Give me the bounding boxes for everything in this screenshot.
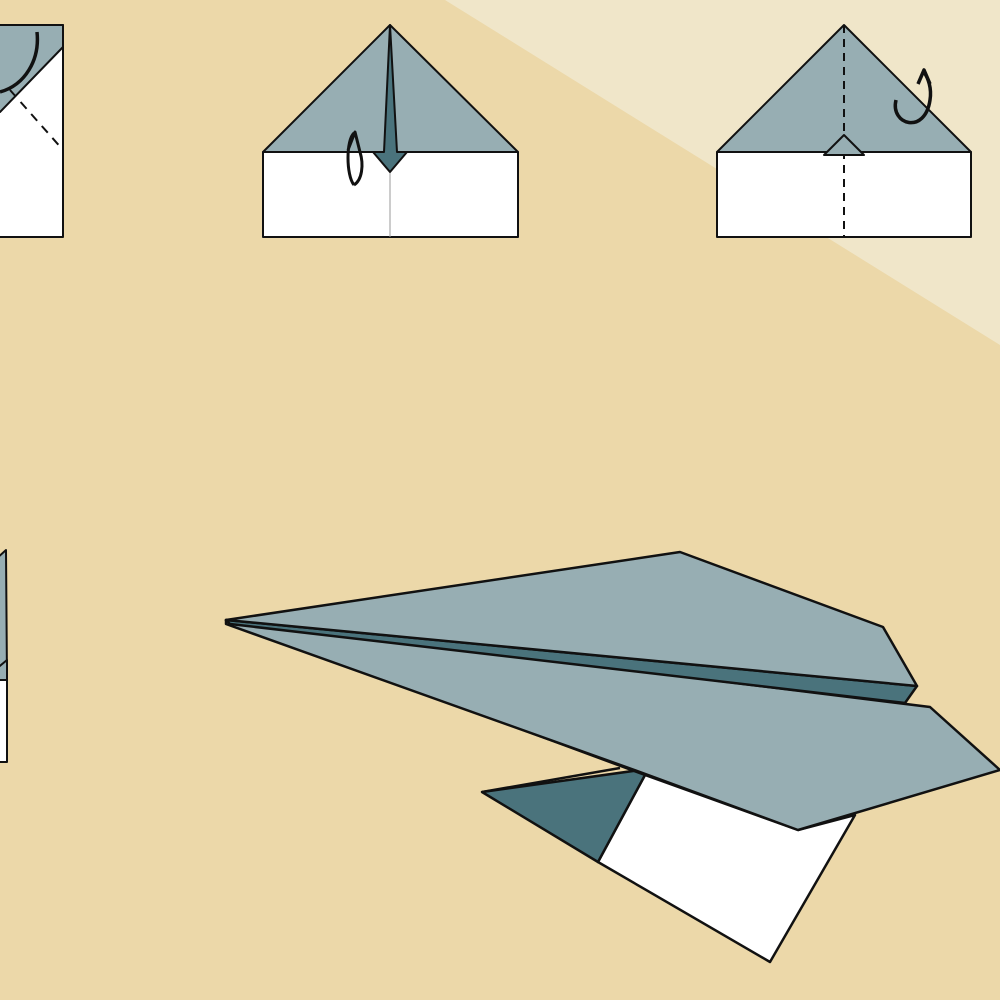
step-3-diagram [716,24,972,238]
fold-arrow-icon [0,31,40,94]
flip-arrow-icon [346,130,364,187]
plane-upper-wing [224,550,919,688]
dashed-fold-line [9,89,64,151]
plane-lower-wing [224,618,1000,832]
final-paper-airplane [224,550,1000,964]
step-1-diagram [0,24,64,238]
step-2-diagram [262,24,519,238]
step-4-diagram [0,549,8,763]
flip-arrow-icon [893,68,933,125]
